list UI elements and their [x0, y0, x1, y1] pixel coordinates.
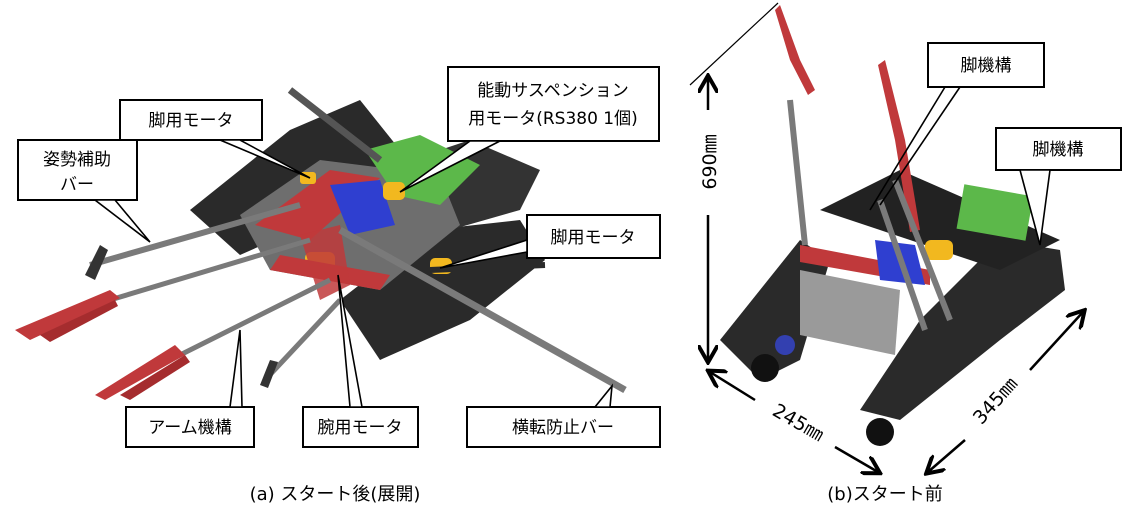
callout-arm-motor: 腕用モータ: [302, 274, 419, 448]
callout-leg-motor-top: 脚用モータ: [119, 99, 311, 179]
dimension-height: 690㎜: [689, 2, 779, 360]
width-dimension-label: 245㎜: [769, 399, 828, 446]
callout-posture-bar: 姿勢補助 バー: [17, 139, 151, 243]
callout-label: 脚機構: [1033, 140, 1084, 160]
dimension-width: 245㎜: [710, 372, 878, 472]
robot-deployed-illustration: [15, 87, 627, 400]
callout-label: 脚用モータ: [551, 228, 636, 248]
callout-arm-mechanism: アーム機構: [125, 329, 255, 448]
callout-leg-motor-right: 脚用モータ: [439, 214, 661, 269]
height-dimension-label: 690㎜: [699, 134, 721, 189]
callout-label: バー: [60, 175, 94, 195]
callout-label: 横転防止バー: [512, 418, 614, 438]
callout-leg-mechanism-2: 脚機構: [995, 127, 1122, 246]
callout-label: 脚用モータ: [149, 111, 234, 131]
callout-label: 姿勢補助: [43, 150, 111, 170]
callout-anti-rollover-bar: 横転防止バー: [466, 383, 661, 448]
caption-a: (a) スタート後(展開): [250, 484, 421, 505]
callout-label: アーム機構: [148, 418, 231, 438]
callout-leg-mechanism-1: 脚機構: [869, 42, 1045, 211]
caption-b: (b)スタート前: [827, 484, 942, 505]
callout-label: 脚機構: [961, 56, 1012, 76]
callout-suspension-motor: 能動サスペンション 用モータ(RS380 1個): [399, 66, 660, 193]
length-dimension-label: 345㎜: [969, 373, 1022, 429]
callout-label: 能動サスペンション: [477, 81, 628, 101]
robot-folded-illustration: [720, 5, 1065, 446]
callout-label: 用モータ(RS380 1個): [468, 109, 638, 129]
callout-label: 腕用モータ: [318, 418, 403, 438]
